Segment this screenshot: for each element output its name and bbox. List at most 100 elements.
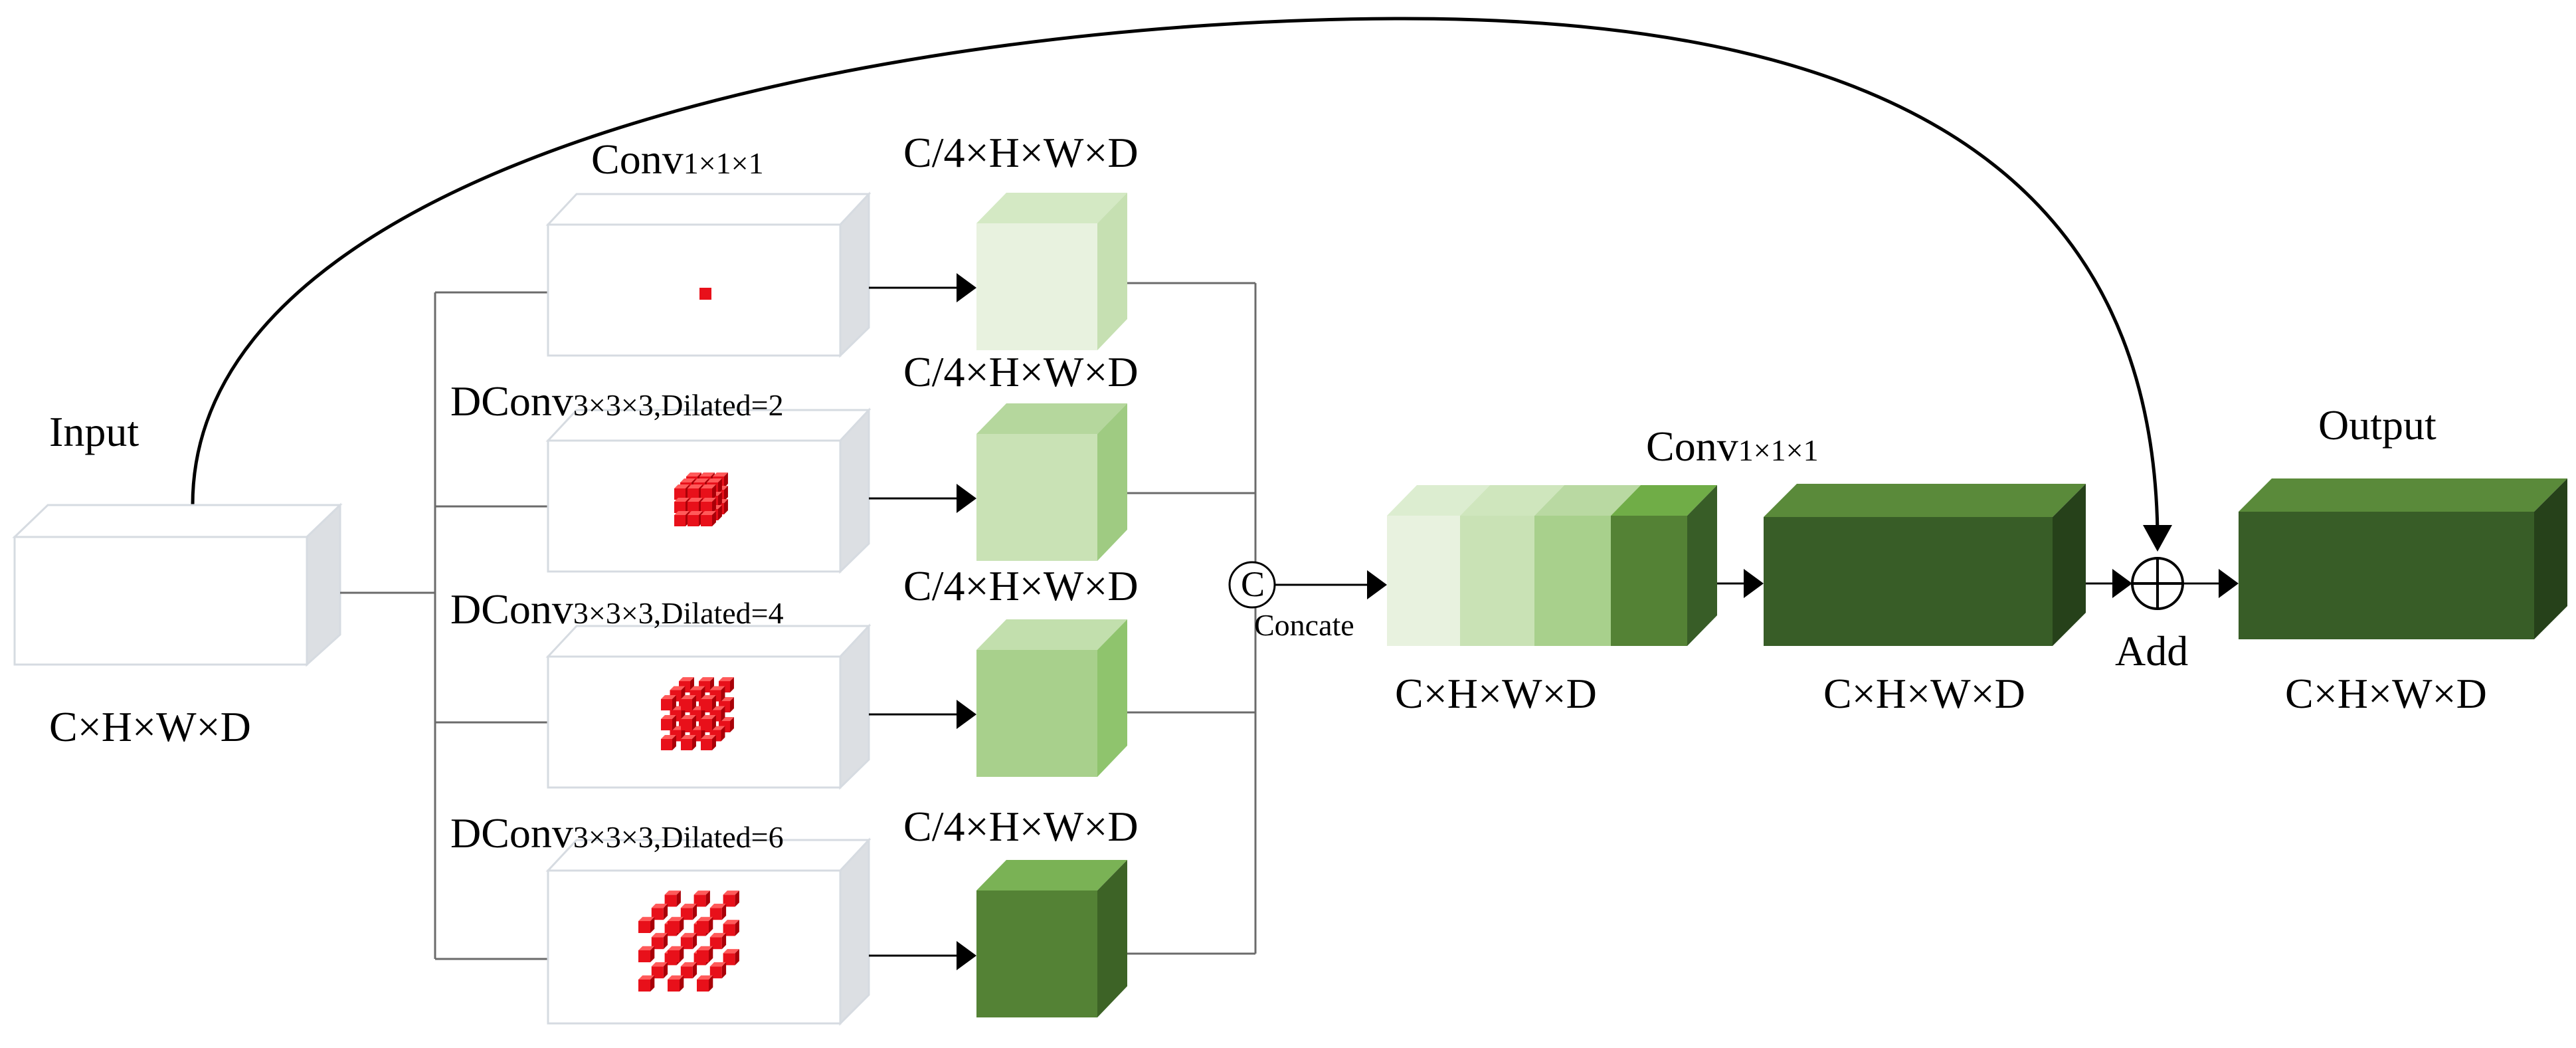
kernel-cell-top: [674, 511, 690, 515]
concat-dims-label: C×H×W×D: [1395, 670, 1597, 717]
add-symbol: [2131, 557, 2184, 610]
kernel-cell-top: [709, 962, 727, 967]
feature-cube-1: [976, 193, 1127, 350]
conv-op-name: Conv: [1646, 423, 1738, 470]
concatenated-block: [1387, 485, 1717, 646]
kernel-cell-top: [680, 903, 697, 908]
branch-box-3: [545, 623, 872, 790]
concat-label: Concate: [1254, 608, 1354, 642]
branch-2-op-name: DConv: [450, 377, 573, 425]
kernel-cell: [697, 980, 709, 992]
kernel-cell: [701, 488, 712, 500]
kernel-cell: [701, 502, 712, 513]
kernel-cell-top: [680, 932, 697, 938]
kernel-cell-side: [718, 478, 722, 494]
kernel-cell-side: [730, 717, 734, 732]
kernel-cell-side: [680, 975, 684, 992]
kernel-cell-top: [680, 962, 697, 967]
kernel-cell-side: [712, 498, 716, 513]
output-label: Output: [2318, 401, 2437, 449]
output-arrowhead: [2219, 569, 2239, 598]
kernel-cell-side: [709, 975, 713, 992]
kernel-cell-side: [705, 891, 710, 907]
kernel-cell-top: [693, 478, 709, 482]
kernel-cell-top: [651, 962, 668, 967]
conv-op-suffix: 1×1×1: [1738, 433, 1819, 467]
input-box: [12, 502, 343, 667]
kernel-cell: [681, 699, 692, 710]
kernel-cell-top: [709, 903, 727, 908]
input-label: Input: [49, 408, 139, 455]
kernel-cell-top: [688, 511, 703, 515]
kernel-cell-top: [651, 932, 668, 938]
kernel-cell: [688, 502, 699, 513]
kernel-cell-side: [718, 492, 722, 507]
kernel-cell-side: [735, 949, 739, 966]
branch-connectors: [340, 291, 548, 960]
kernel-cell-top: [681, 695, 696, 699]
feature-cube-3: [976, 619, 1127, 777]
kernel-cell: [638, 980, 650, 992]
kernel-cell-top: [697, 975, 713, 980]
kernel-cell-top: [638, 916, 655, 921]
kernel-cell-top: [707, 478, 722, 482]
kernel-cell: [668, 921, 680, 933]
kernel-cell-top: [661, 735, 676, 739]
kernel-cell-side: [724, 486, 728, 501]
kernel-cell: [688, 515, 699, 526]
kernel-cell-top: [664, 891, 681, 895]
kernel-cell-top: [723, 920, 739, 924]
kernel-cell-side: [724, 472, 728, 488]
kernel-cell-top: [701, 498, 716, 502]
kernel-cell-top: [688, 484, 703, 488]
kernel-cell: [681, 739, 692, 750]
output-block: [2239, 478, 2567, 639]
kernel-cell-side: [730, 677, 734, 692]
kernel-cell-top: [701, 695, 716, 699]
concat-merge-lines: [1127, 282, 1257, 955]
add-label: Add: [2115, 627, 2189, 675]
kernel-cell-top: [674, 484, 690, 488]
kernel-cell: [661, 739, 672, 750]
kernel-cell-side: [680, 916, 684, 933]
kernel-dilated-6: [638, 891, 739, 992]
kernel-cell-top: [651, 903, 668, 908]
kernel-cell-side: [692, 735, 696, 750]
kernel-cell: [701, 739, 712, 750]
kernel-cell-top: [697, 946, 713, 950]
kernel-cell: [701, 699, 712, 710]
kernel-cell-side: [672, 695, 676, 710]
input-dims-label: C×H×W×D: [49, 703, 251, 750]
branch-1-op-label: Conv1×1×1: [591, 138, 764, 181]
kernel-cell-top: [670, 686, 686, 690]
kernel-cell-top: [690, 686, 705, 690]
kernel-cell-top: [638, 946, 655, 950]
kernel-cell-side: [692, 962, 697, 979]
kernel-cell-side: [650, 946, 655, 962]
branch-3-op-suffix: 3×3×3,Dilated=4: [573, 596, 784, 630]
kernel-cell-side: [650, 975, 655, 992]
branch-3-op-label: DConv3×3×3,Dilated=4: [450, 588, 784, 631]
kernel-cell-side: [672, 735, 676, 750]
kernel-cell-side: [663, 962, 668, 979]
kernel-cell: [668, 950, 680, 962]
branch-2-op-suffix: 3×3×3,Dilated=2: [573, 388, 784, 422]
kernel-cell-side: [663, 903, 668, 920]
kernel-1x1x1: [699, 288, 711, 300]
kernel-cell-top: [701, 715, 716, 719]
kernel-cell-side: [663, 932, 668, 950]
kernel-cell: [701, 719, 712, 730]
skip-connection-arc: [191, 17, 2160, 532]
kernel-cell-top: [668, 975, 684, 980]
kernel-cell-top: [699, 677, 714, 681]
kernel-cell-top: [681, 715, 696, 719]
branch-3-dims-label: C/4×H×W×D: [903, 562, 1139, 609]
kernel-cell-side: [676, 891, 681, 907]
kernel-cell: [697, 921, 709, 933]
kernel-cell-side: [718, 505, 722, 520]
kernel-cell-side: [721, 903, 727, 920]
branch-3-op-name: DConv: [450, 585, 573, 633]
kernel-cell-side: [712, 735, 716, 750]
conv-op-label: Conv1×1×1: [1646, 425, 1819, 468]
